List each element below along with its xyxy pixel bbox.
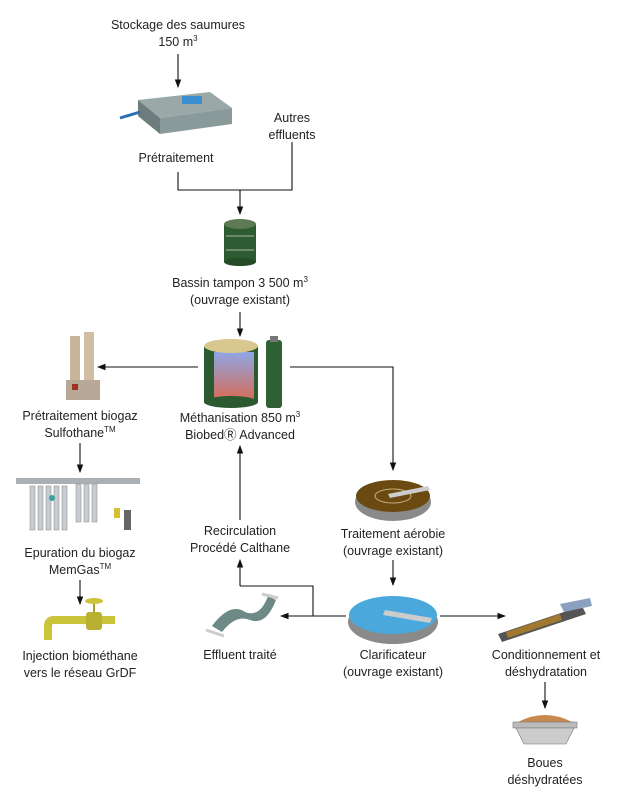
sulfothane-label: Prétraitement biogaz SulfothaneTM xyxy=(22,408,137,442)
dewatering-screw-image xyxy=(498,598,592,642)
bassin-line1: Bassin tampon 3 500 m3 xyxy=(172,275,308,292)
aerobie-label: Traitement aérobie (ouvrage existant) xyxy=(341,526,445,560)
bassin-line2: (ouvrage existant) xyxy=(189,293,291,307)
sulfothane-unit-image xyxy=(66,332,100,400)
boues-line2: déshydratées xyxy=(507,773,583,787)
bassin-tank-image xyxy=(224,219,256,266)
stockage-label: Stockage des saumures 150 m3 xyxy=(111,17,245,51)
memgas-unit-image xyxy=(16,478,140,531)
aerobie-line1: Traitement aérobie xyxy=(340,527,446,541)
boues-label: Boues déshydratées xyxy=(507,755,582,789)
sludge-bin-image xyxy=(512,715,578,745)
methanisation-line1: Méthanisation 850 m3 xyxy=(180,410,301,427)
conditionnement-line1: Conditionnement et xyxy=(491,648,601,662)
conditionnement-line2: déshydratation xyxy=(504,665,587,679)
effluent-label: Effluent traité xyxy=(203,648,277,662)
bassin-sup: 3 xyxy=(303,274,308,284)
line-clarificateur-split xyxy=(240,585,346,617)
clarificateur-label: Clarificateur (ouvrage existant) xyxy=(343,647,443,681)
injection-line1: Injection biométhane xyxy=(22,649,138,663)
sulfothane-tm: TM xyxy=(104,424,116,434)
injection-valve-image xyxy=(44,598,115,640)
methanisation-label: Méthanisation 850 m3 BiobedⓇ Advanced xyxy=(180,410,301,444)
recirculation-line2: Procédé Calthane xyxy=(189,541,291,555)
recirculation-label: Recirculation Procédé Calthane xyxy=(190,523,290,557)
boues-line1: Boues xyxy=(527,756,563,770)
memgas-line1: Epuration du biogaz xyxy=(24,546,136,560)
memgas-name: MemGas xyxy=(48,563,100,577)
stockage-volume-sup: 3 xyxy=(193,33,198,43)
clarifier-basin-image xyxy=(348,596,438,644)
methanisation-reactor-image xyxy=(204,336,282,408)
stockage-volume: 150 m3 xyxy=(111,34,245,51)
sulfothane-name: Sulfothane xyxy=(44,426,105,440)
stockage-title: Stockage des saumures xyxy=(110,18,246,32)
pretraitement-unit-image xyxy=(119,92,232,134)
aerobic-basin-image xyxy=(355,480,431,521)
bassin-label: Bassin tampon 3 500 m3 (ouvrage existant… xyxy=(172,275,308,309)
autres-line2: effluents xyxy=(268,128,316,142)
memgas-line2: MemGasTM xyxy=(24,562,135,579)
memgas-label: Epuration du biogaz MemGasTM xyxy=(24,545,135,579)
clarificateur-line2: (ouvrage existant) xyxy=(342,665,444,679)
injection-line2: vers le réseau GrDF xyxy=(23,666,137,680)
clarificateur-line1: Clarificateur xyxy=(359,648,427,662)
autres-line1: Autres xyxy=(273,111,311,125)
pretraitement-label: Prétraitement xyxy=(138,151,214,165)
methanisation-line2: BiobedⓇ Advanced xyxy=(185,428,295,442)
sulfothane-line1: Prétraitement biogaz xyxy=(22,409,138,423)
arrow-methanisation-aerobie xyxy=(290,366,397,472)
recirculation-line1: Recirculation xyxy=(203,524,277,538)
sulfothane-line2: SulfothaneTM xyxy=(22,425,137,442)
aerobie-line2: (ouvrage existant) xyxy=(342,544,444,558)
bassin-title: Bassin tampon 3 500 m xyxy=(172,276,304,290)
methanisation-sup: 3 xyxy=(295,409,301,419)
stockage-volume-text: 150 m xyxy=(158,35,194,49)
autres-effluents-label: Autres effluents xyxy=(268,110,315,144)
memgas-tm: TM xyxy=(99,561,112,571)
methanisation-title: Méthanisation 850 m xyxy=(179,411,296,425)
injection-label: Injection biométhane vers le réseau GrDF xyxy=(22,648,137,682)
line-pretraitement-merge xyxy=(177,142,293,191)
conditionnement-label: Conditionnement et déshydratation xyxy=(492,647,600,681)
effluent-channel-image xyxy=(205,592,279,638)
